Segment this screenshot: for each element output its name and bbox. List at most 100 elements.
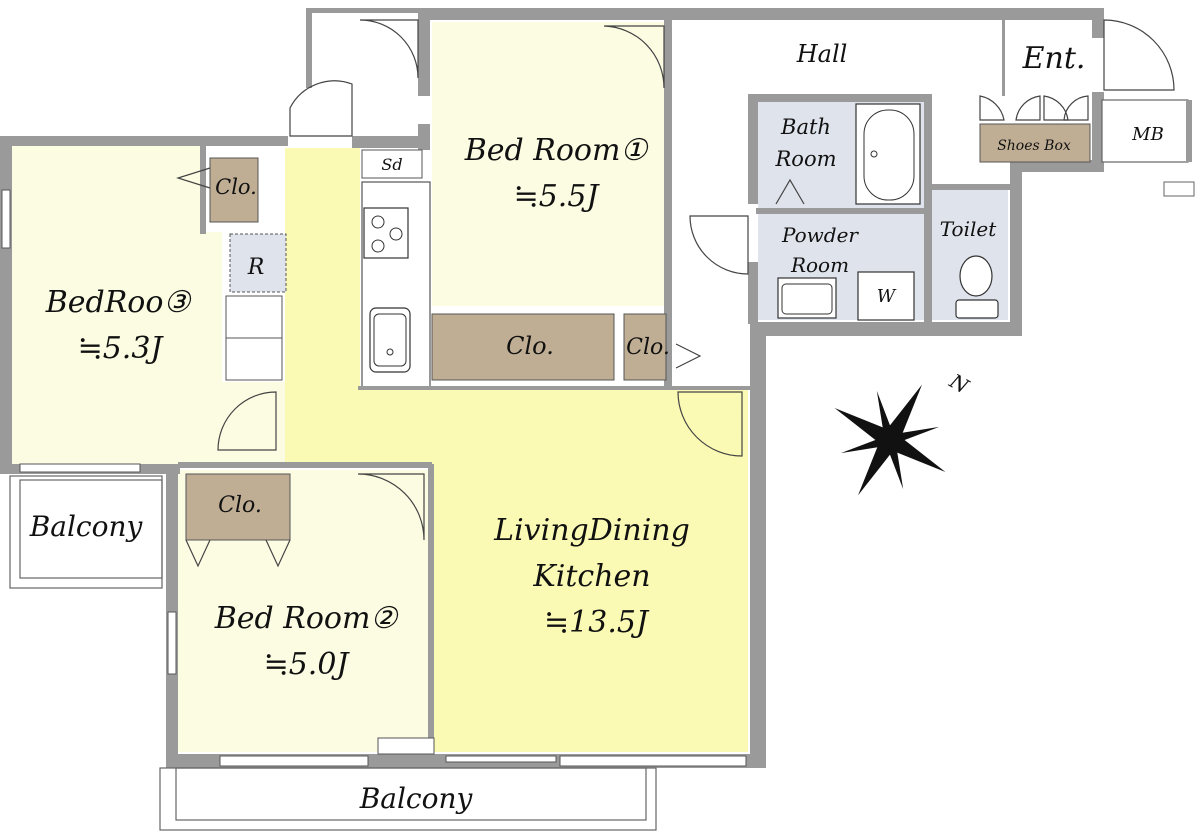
wall-bed3-left <box>0 136 12 474</box>
compass-se-point <box>888 440 904 490</box>
bed-room-2-name: Bed Room② <box>214 601 400 636</box>
bath-room-label-2: Room <box>774 147 836 171</box>
window-ldk-bottom <box>559 755 747 767</box>
shoes-box <box>979 123 1091 163</box>
closet-bed1-small <box>623 313 667 381</box>
window-bed2-left <box>167 611 177 675</box>
wall-toilet-top <box>926 184 1022 190</box>
wall-right-ledge <box>750 322 1022 336</box>
window-bed3-left <box>1 189 11 249</box>
wall-bed3-inner-right <box>200 144 206 234</box>
stove <box>363 207 409 259</box>
wall-toilet-divider <box>926 184 932 324</box>
bed-room-3-name: BedRoo③ <box>45 285 193 320</box>
powder-room-label-1: Powder <box>781 223 859 247</box>
kitchen-sink-basin <box>373 313 407 367</box>
ldk-name-line-1: LivingDining <box>493 513 690 548</box>
balcony-side-inner <box>19 479 163 579</box>
closet-bed1-main-label: Clo. <box>506 332 554 360</box>
wall-ldk-top-kitchen <box>358 386 750 390</box>
bath-room-label-1: Bath <box>780 115 831 139</box>
wall-bath-left <box>748 94 758 204</box>
shoes-box-label: Shoes Box <box>997 138 1071 154</box>
door-powder <box>689 215 749 275</box>
ldk-name-line-2: Kitchen <box>532 559 650 594</box>
meter-box-label: MB <box>1131 124 1164 145</box>
powder-sink-basin <box>781 283 833 315</box>
shelf-box <box>361 149 423 179</box>
closet-bed1-main <box>431 313 615 381</box>
doors <box>217 19 1175 755</box>
toilet-bowl <box>959 255 993 297</box>
wall-bed2-right <box>428 464 434 754</box>
stove-burner-2 <box>389 227 403 241</box>
compass-ne-point <box>890 426 940 442</box>
powder-sink <box>777 277 837 319</box>
compass-sw-point <box>840 438 890 454</box>
closet-bed3 <box>209 157 259 223</box>
shelf-label: Sd <box>381 155 402 174</box>
wall-bath-bottom <box>756 208 926 214</box>
hall-label: Hall <box>796 40 848 68</box>
kitchen-sink-drain <box>386 348 394 356</box>
window-ldk-bottom-small <box>445 755 557 763</box>
fridge-label: R <box>247 255 265 280</box>
toilet-label: Toilet <box>940 217 997 241</box>
bathtub-drain <box>870 150 878 158</box>
balcony-main-label: Balcony <box>359 782 474 815</box>
door-shoes-box-b <box>1015 95 1041 121</box>
closet-bed2-label: Clo. <box>218 493 262 518</box>
toilet-floor <box>932 190 1008 320</box>
stove-burner-3 <box>371 239 385 253</box>
door-stop-bed2 <box>377 737 435 755</box>
compass-north-label: N <box>945 368 974 399</box>
storage-unit-lower <box>225 337 283 381</box>
balconies <box>9 99 1195 831</box>
kitchen-sink <box>369 307 411 373</box>
fridge-box <box>229 233 287 293</box>
compass-west-point <box>834 408 890 443</box>
compass-south-point <box>858 440 893 496</box>
entrance-label: Ent. <box>1022 41 1086 76</box>
balcony-main-inner <box>175 767 647 821</box>
storage-unit-upper <box>225 295 283 339</box>
wall-ent-right <box>1092 8 1104 38</box>
wall-bed1-right <box>664 20 672 386</box>
door-entrance <box>1103 19 1175 91</box>
ldk-area: ≒13.5J <box>544 605 650 640</box>
bed-room-1-name: Bed Room① <box>464 133 650 168</box>
bed-room-1-area: ≒5.5J <box>514 179 601 214</box>
window-bed2-bottom <box>219 755 369 767</box>
toilet-tank <box>955 299 999 319</box>
balcony-side-outline <box>9 475 163 589</box>
closet-bed3-label: Clo. <box>215 175 257 199</box>
closet-door-bed2-b <box>265 539 291 568</box>
wall-powder-left <box>748 262 758 324</box>
door-bed2 <box>357 473 425 541</box>
meter-box-wall <box>1186 100 1192 162</box>
door-ldk <box>677 391 743 457</box>
closet-bed1-small-label: Clo. <box>626 335 670 360</box>
compass-east-point <box>890 437 946 472</box>
bed-room-2-area: ≒5.0J <box>264 647 351 682</box>
closets <box>175 123 1091 568</box>
bed-room-1-floor <box>432 22 667 306</box>
door-shoes-box-a <box>979 95 1005 121</box>
wall-bed1-left-top <box>418 8 430 96</box>
meter-box-small <box>1163 181 1195 197</box>
labels: Bed Room① ≒5.5J BedRoo③ ≒5.3J Bed Room② … <box>29 40 1164 815</box>
door-shoes-box-d <box>1063 95 1089 121</box>
door-bed1 <box>603 25 665 89</box>
balcony-side-label: Balcony <box>29 510 144 543</box>
door-corridor-left <box>289 80 353 137</box>
wall-entrance-left <box>1002 20 1005 96</box>
wall-mb-ledge <box>1010 160 1100 172</box>
wall-bed3-top <box>0 136 288 146</box>
door-corridor-top <box>359 19 419 79</box>
wall-left-corridor <box>306 8 312 88</box>
wall-top-middle <box>352 136 430 148</box>
powder-room-label-2: Room <box>790 253 849 277</box>
bathtub-basin <box>863 109 915 201</box>
bed-room-3-floor <box>12 144 285 468</box>
